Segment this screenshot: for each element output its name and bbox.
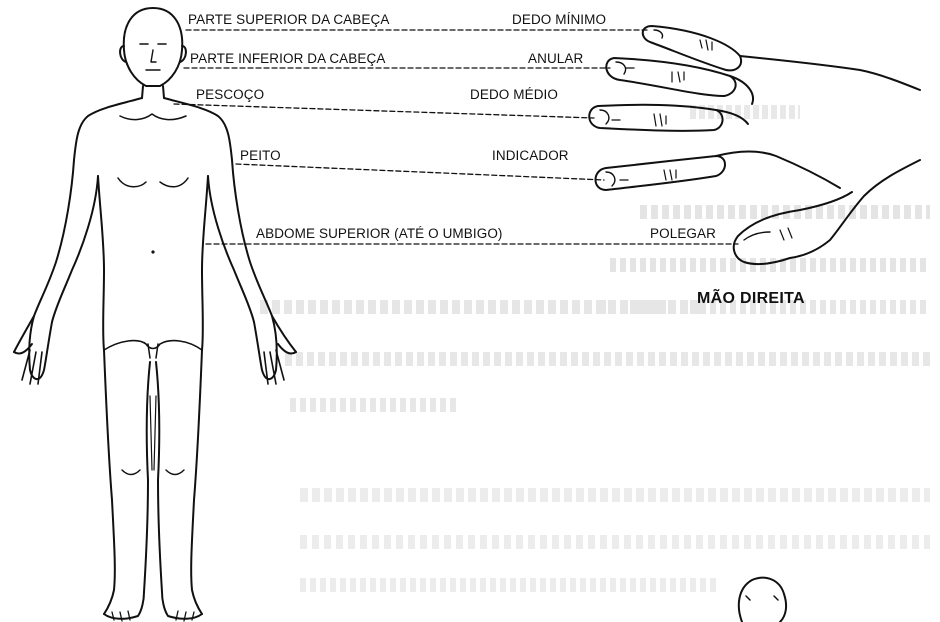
partial-head-figure	[0, 0, 940, 622]
diagram-canvas: PARTE SUPERIOR DA CABEÇA PARTE INFERIOR …	[0, 0, 940, 622]
